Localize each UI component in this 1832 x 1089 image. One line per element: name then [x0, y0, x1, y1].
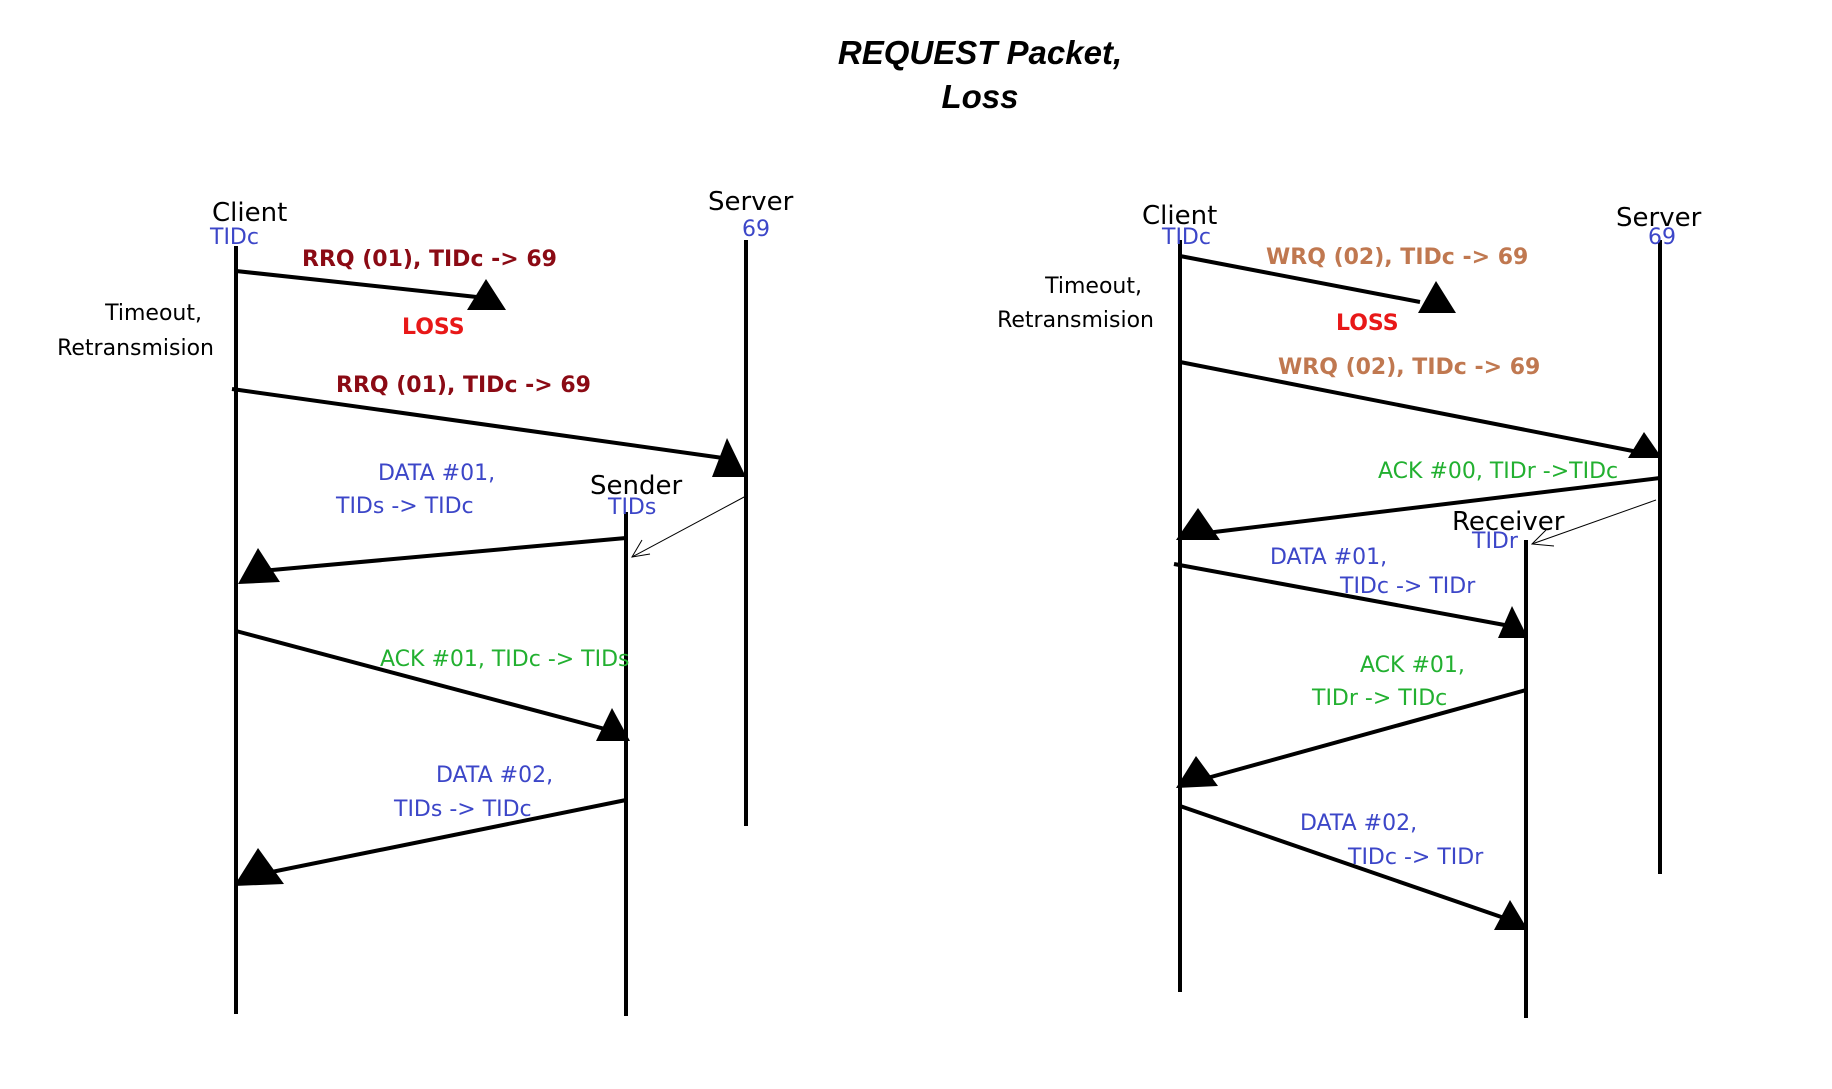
left-server-tid: 69 — [742, 217, 770, 242]
left-data2-arrowhead — [234, 848, 284, 886]
left-sender-label: Sender — [590, 471, 682, 501]
right-wrq1-label: WRQ (02), TIDc -> 69 — [1266, 245, 1528, 270]
right-ack1-line-1: ACK #01, — [1360, 653, 1465, 678]
right-wrq2-arrow — [1179, 360, 1649, 456]
right-server-tid: 69 — [1648, 225, 1676, 250]
left-rrq2-arrow — [231, 387, 731, 461]
left-data1-arrow — [249, 536, 627, 574]
right-data1-line-1: DATA #01, — [1270, 545, 1387, 570]
right-data1-arrow — [1173, 562, 1511, 628]
left-data1-line-2: TIDs -> TIDc — [335, 494, 474, 519]
left-sender-tid: TIDs — [607, 495, 656, 520]
left-timeout-line-2: Retransmision — [57, 336, 214, 361]
right-data2-arrowhead — [1494, 900, 1528, 930]
left-rrq1-label: RRQ (01), TIDc -> 69 — [302, 247, 557, 272]
right-ack1-arrow — [1199, 688, 1527, 782]
left-ack1-label: ACK #01, TIDc -> TIDs — [380, 647, 630, 672]
left-server-label: Server — [708, 187, 794, 217]
title-line-1: REQUEST Packet, — [838, 34, 1122, 71]
right-timeout-line-1: Timeout, — [1044, 274, 1142, 299]
right-spawn-arrowhead — [1530, 529, 1555, 547]
left-client-tid: TIDc — [209, 225, 259, 250]
left-timeout-line-1: Timeout, — [104, 301, 202, 326]
left-spawn-arrow — [631, 495, 747, 558]
left-data2-line-2: TIDs -> TIDc — [393, 797, 532, 822]
right-wrq1-arrow — [1179, 254, 1421, 304]
right-wrq1-arrowhead — [1418, 281, 1456, 313]
right-loss-label: LOSS — [1336, 311, 1399, 336]
title-line-2: Loss — [941, 78, 1018, 115]
left-data1-arrowhead — [238, 548, 280, 584]
right-data2-line-2: TIDc -> TIDr — [1347, 845, 1484, 870]
right-diagram: Client TIDc Server 69 Receiver TIDr Time… — [997, 201, 1702, 1018]
left-rrq1-arrow — [235, 269, 487, 300]
left-data2-line-1: DATA #02, — [436, 763, 553, 788]
right-wrq2-arrowhead — [1628, 432, 1662, 458]
right-client-label: Client — [1142, 201, 1217, 231]
left-rrq2-arrowhead — [712, 438, 746, 477]
right-client-tid: TIDc — [1161, 225, 1211, 250]
left-client-label: Client — [212, 198, 287, 228]
right-data2-line-1: DATA #02, — [1300, 811, 1417, 836]
right-ack0-label: ACK #00, TIDr ->TIDc — [1378, 459, 1618, 484]
left-loss-label: LOSS — [402, 315, 465, 340]
right-receiver-tid: TIDr — [1471, 529, 1519, 554]
right-ack1-arrowhead — [1176, 756, 1218, 788]
right-server-label: Server — [1616, 203, 1702, 233]
right-timeout-line-2: Retransmision — [997, 308, 1154, 333]
right-ack0-arrowhead — [1176, 508, 1220, 540]
left-spawn-arrowhead — [631, 539, 651, 558]
left-rrq1-arrowhead — [467, 279, 506, 310]
right-ack1-line-2: TIDr -> TIDc — [1311, 686, 1447, 711]
left-ack1-arrow — [235, 629, 621, 735]
left-rrq2-label: RRQ (01), TIDc -> 69 — [336, 373, 591, 398]
left-data1-line-1: DATA #01, — [378, 461, 495, 486]
left-data2-arrow — [251, 798, 627, 878]
right-receiver-label: Receiver — [1452, 507, 1565, 537]
right-data1-arrowhead — [1498, 606, 1528, 638]
left-diagram: Client TIDc Server 69 Sender TIDs Timeou… — [57, 187, 794, 1016]
right-ack0-arrow — [1197, 476, 1661, 536]
right-data2-arrow — [1179, 804, 1511, 922]
right-spawn-arrow — [1531, 499, 1657, 545]
right-wrq2-label: WRQ (02), TIDc -> 69 — [1278, 355, 1540, 380]
left-ack1-arrowhead — [596, 708, 630, 741]
right-data1-line-2: TIDc -> TIDr — [1339, 574, 1476, 599]
